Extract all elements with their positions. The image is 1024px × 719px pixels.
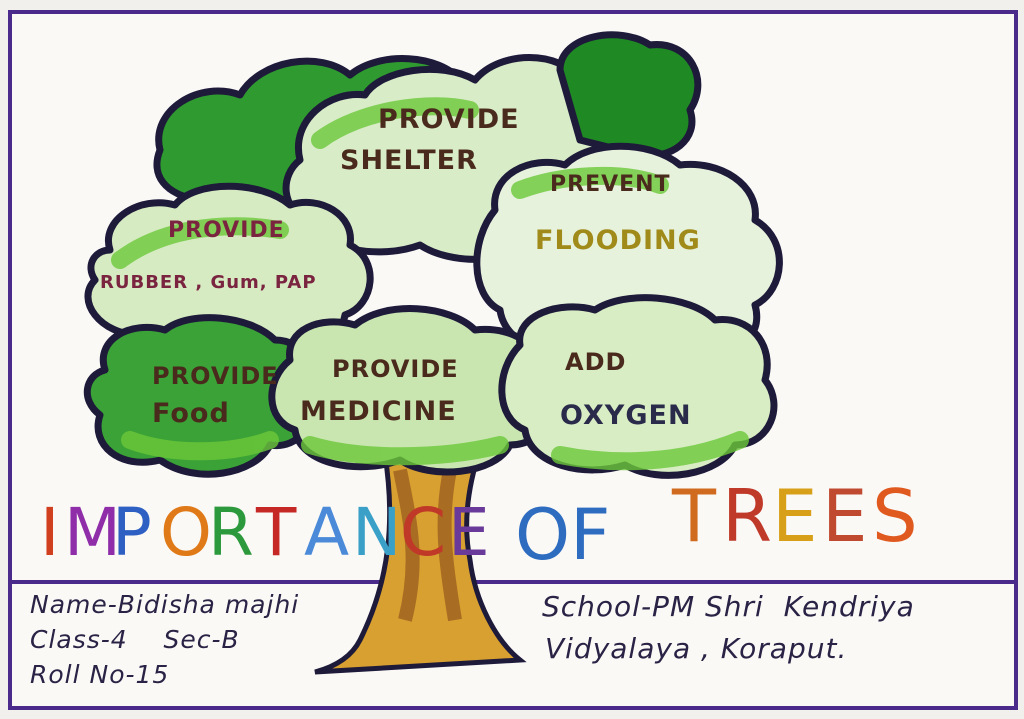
- leaf-text-flooding-line1: PREVENT: [550, 172, 671, 197]
- title-letter: I: [40, 494, 60, 571]
- footer-school-line2: Vidyalaya , Koraput.: [545, 632, 848, 665]
- leaf-text-food-line2: Food: [152, 398, 230, 429]
- leaf-text-food-line1: PROVIDE: [152, 362, 279, 390]
- leaf-text-flooding-line2: FLOODING: [535, 225, 701, 256]
- leaf-highlights: [111, 97, 749, 471]
- title-letter: N: [352, 494, 402, 571]
- title-letter: E: [772, 474, 818, 558]
- title-letter: P: [112, 494, 152, 571]
- title-letter: A: [304, 494, 350, 571]
- title-letter: C: [400, 494, 447, 571]
- title-letter: R: [208, 494, 254, 571]
- title-letter: O: [160, 494, 212, 571]
- leaf-text-medicine-line2: MEDICINE: [300, 396, 457, 427]
- leaf-text-shelter-line2: SHELTER: [340, 145, 478, 176]
- title-letter: T: [672, 474, 716, 558]
- leaf-text-shelter-line1: PROVIDE: [378, 104, 520, 135]
- leaf-cloud-rubber: [84, 182, 374, 361]
- title-of: OF: [515, 494, 611, 576]
- title-letter: R: [722, 474, 773, 558]
- leaf-cloud-oxygen: [498, 294, 778, 479]
- leaf-clouds: [83, 31, 783, 479]
- trunk-shade: [393, 468, 462, 622]
- title-letter: M: [64, 494, 121, 571]
- footer-class: Class-4 Sec-B: [30, 625, 240, 654]
- title-letter: E: [822, 474, 868, 558]
- footer-roll: Roll No-15: [30, 660, 170, 689]
- leaf-text-oxygen-line1: ADD: [565, 348, 627, 376]
- leaf-text-rubber-line1: PROVIDE: [168, 218, 285, 243]
- leaf-text-oxygen-line2: OXYGEN: [560, 400, 692, 431]
- leaf-text-rubber-line2: RUBBER , Gum, PAP: [100, 272, 317, 293]
- title-letter: S: [872, 474, 918, 558]
- footer-school-line1: School-PM Shri Kendriya: [542, 590, 915, 623]
- leaf-cloud-top-right: [556, 31, 702, 160]
- leaf-text-medicine-line1: PROVIDE: [332, 355, 459, 383]
- footer-name: Name-Bidisha majhi: [30, 590, 300, 619]
- title-letter: E: [448, 494, 490, 571]
- title-letter: T: [256, 494, 297, 571]
